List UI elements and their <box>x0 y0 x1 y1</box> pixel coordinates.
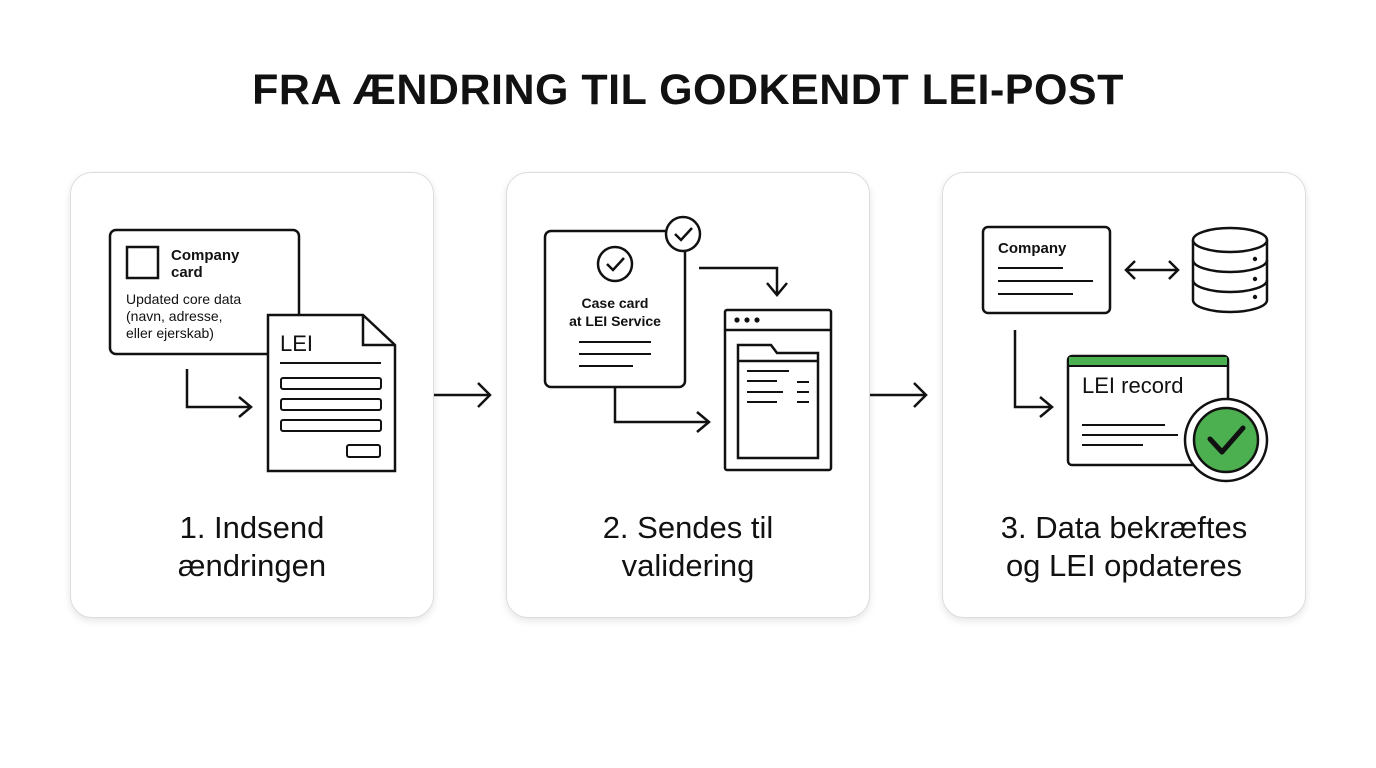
browser-window-icon <box>723 308 833 472</box>
double-arrow-icon <box>1124 260 1180 280</box>
case-card-line-2: at LEI Service <box>569 313 661 329</box>
elbow-arrow-icon <box>185 369 253 418</box>
step-card-2: Case card at LEI Service <box>506 172 870 618</box>
folder-icon <box>736 343 820 460</box>
step-3-illustration: Company <box>981 225 1269 483</box>
company-card-text-1: Updated core data <box>126 291 241 307</box>
record-title: LEI record <box>1082 373 1184 398</box>
company-card-title-1: Company <box>171 247 240 264</box>
green-check-badge-icon <box>1183 397 1269 483</box>
step-2-illustration: Case card at LEI Service <box>543 215 833 472</box>
page-title: FRA ÆNDRING TIL GODKENDT LEI-POST <box>252 66 1124 114</box>
check-badge-icon <box>664 215 702 253</box>
check-circle-icon <box>596 245 634 283</box>
step-3-label: 3. Data bekræftes og LEI opdateres <box>1000 510 1248 583</box>
company-card: Company card Updated core data (navn, ad… <box>108 228 301 356</box>
step-card-1: Company card Updated core data (navn, ad… <box>70 172 434 618</box>
step-2-label: 2. Sendes til validering <box>602 510 774 583</box>
company-card-title-2: card <box>171 264 203 281</box>
document-icon: LEI <box>266 313 397 473</box>
checkbox-icon <box>125 245 160 280</box>
step-1-label: 1. Indsend ændringen <box>177 510 327 583</box>
route-arrow-icon <box>613 266 788 433</box>
form-title: LEI <box>280 331 313 356</box>
connector-arrow-icon <box>870 382 928 408</box>
case-card: Case card at LEI Service <box>543 215 702 389</box>
company-card-text-2: (navn, adresse, <box>126 308 223 324</box>
elbow-arrow-icon <box>1013 330 1054 418</box>
database-icon <box>1191 226 1269 314</box>
company-title: Company <box>998 240 1067 257</box>
step-1-illustration: Company card Updated core data (navn, ad… <box>108 228 397 473</box>
company-card-small: Company <box>981 225 1112 315</box>
case-card-line-1: Case card <box>582 295 649 311</box>
company-card-text-3: eller ejerskab) <box>126 325 214 341</box>
step-card-3: Company <box>942 172 1306 618</box>
connector-arrow-icon <box>434 382 492 408</box>
